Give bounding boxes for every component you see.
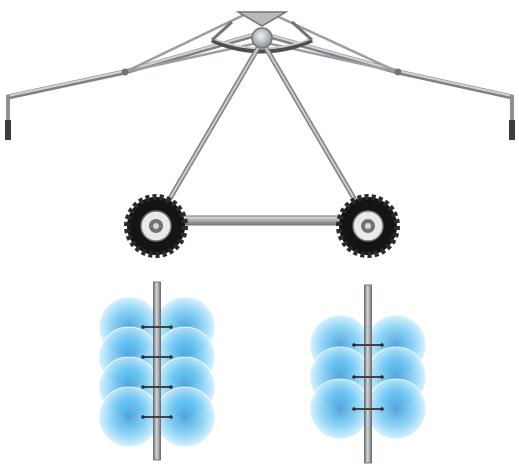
spray-panel-right — [309, 284, 427, 464]
joint-left — [121, 68, 129, 76]
drop-pipe — [153, 281, 161, 461]
nozzle-tip — [380, 375, 384, 379]
nozzle-tip — [352, 375, 356, 379]
end-drop-left — [5, 95, 11, 140]
pivot-hub — [251, 27, 273, 49]
joint-right — [394, 68, 402, 76]
nozzle-tip — [169, 385, 173, 389]
nozzle-tip — [169, 355, 173, 359]
wheel-right — [336, 194, 400, 258]
wheel-left — [124, 194, 188, 258]
nozzle-tip — [352, 343, 356, 347]
nozzle-tip — [141, 325, 145, 329]
drop-pipe — [364, 284, 372, 464]
nozzle-tip — [380, 343, 384, 347]
pivot-tower — [5, 10, 515, 258]
nozzle-tip — [141, 415, 145, 419]
nozzle-tip — [141, 355, 145, 359]
nozzle-tip — [352, 407, 356, 411]
a-frame-legs — [159, 46, 365, 214]
end-drop-right — [509, 95, 515, 140]
spray-panel-left — [98, 281, 216, 461]
axle-beam — [167, 215, 355, 226]
nozzle-tip — [380, 407, 384, 411]
nozzle-tip — [169, 415, 173, 419]
nozzle-tip — [141, 385, 145, 389]
nozzle-tip — [169, 325, 173, 329]
